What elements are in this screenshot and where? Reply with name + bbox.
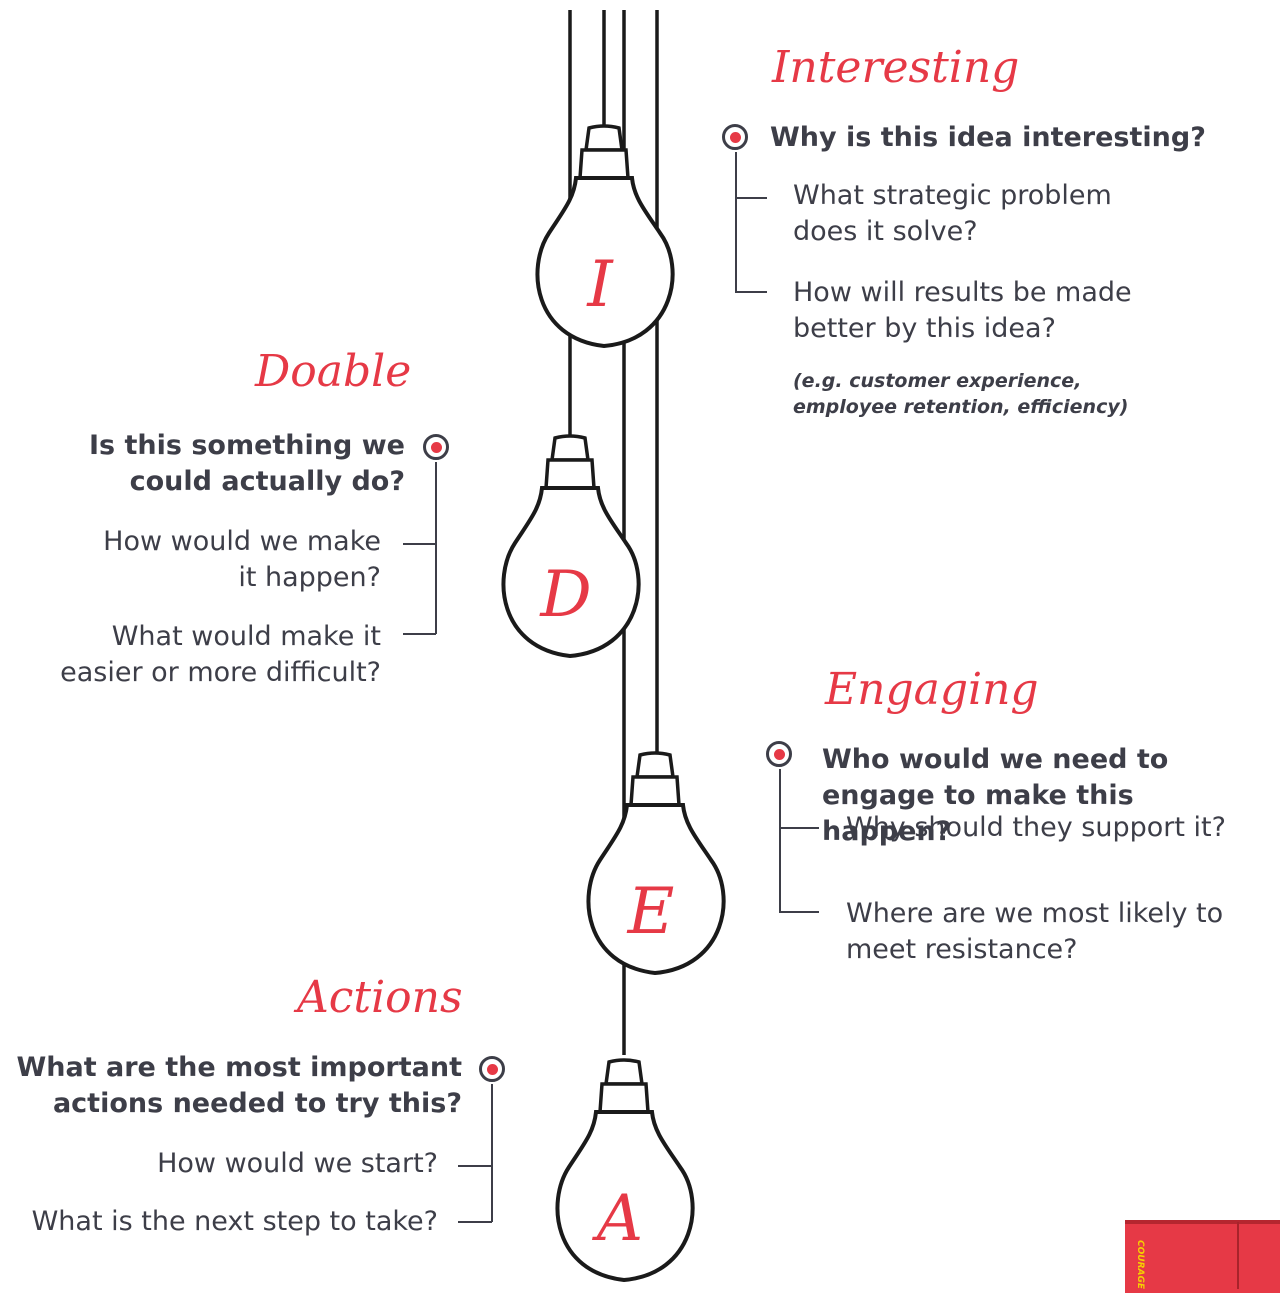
bulb-neck — [578, 148, 630, 180]
bulb-letter: D — [539, 558, 591, 632]
doable-sub-2: What would make it easier or more diffic… — [60, 621, 381, 688]
bulb-cap — [634, 751, 676, 779]
engaging-tick-1 — [779, 827, 819, 829]
actions-tick-2 — [458, 1221, 492, 1223]
doable-question: Is this something we could actually do? — [88, 430, 405, 497]
bulb-neck — [544, 458, 596, 490]
engaging-sub-2: Where are we most likely to meet resista… — [846, 898, 1224, 965]
interesting-bracket — [735, 152, 737, 292]
actions-sub-2: What is the next step to take? — [31, 1206, 438, 1237]
engaging-question: Who would we need to engage to make this… — [822, 744, 1169, 847]
doable-bullet-icon — [423, 434, 449, 460]
bulb-cap — [549, 434, 591, 462]
doable-title: Doable — [255, 346, 412, 397]
interesting-title: Interesting — [772, 42, 1020, 93]
engaging-tick-2 — [779, 911, 819, 913]
doable-sub-1: How would we make it happen? — [103, 526, 381, 593]
interesting-sub-2: How will results be made better by this … — [793, 277, 1132, 344]
interesting-tick-2 — [735, 291, 767, 293]
book-title: COURAGE — [1135, 1240, 1145, 1289]
bulb-neck — [629, 775, 681, 807]
actions-sub-1: How would we start? — [157, 1148, 438, 1179]
bulb-cap — [603, 1058, 645, 1086]
actions-title: Actions — [297, 972, 463, 1023]
bulb-4: A — [555, 1058, 695, 1283]
bulb-1: I — [535, 124, 675, 349]
interesting-bullet-icon — [722, 124, 748, 150]
bulb-glass — [535, 176, 675, 349]
actions-question: What are the most important actions need… — [16, 1052, 462, 1119]
interesting-tick-1 — [735, 197, 767, 199]
interesting-sub-1: What strategic problem does it solve? — [793, 180, 1112, 247]
doable-tick-2 — [403, 633, 436, 635]
bulb-letter: A — [592, 1182, 643, 1256]
engaging-sub-1: Why should they support it? — [846, 812, 1226, 843]
bulb-letter: I — [586, 248, 614, 322]
interesting-note: (e.g. customer experience, employee rete… — [793, 370, 1129, 418]
interesting-question: Why is this idea interesting? — [770, 122, 1206, 153]
actions-bracket — [491, 1084, 493, 1222]
book-image — [1125, 1220, 1280, 1293]
engaging-bracket — [779, 769, 781, 912]
engaging-bullet-icon — [766, 741, 792, 767]
bulb-glass — [555, 1110, 695, 1283]
bulb-glass — [501, 486, 641, 659]
bulbs-group: I D E A — [501, 124, 726, 1283]
doable-tick-1 — [403, 543, 436, 545]
bulb-2: D — [501, 434, 641, 659]
doable-bracket — [435, 462, 437, 634]
actions-bullet-icon — [479, 1056, 505, 1082]
bulb-neck — [598, 1082, 650, 1114]
bulb-3: E — [586, 751, 726, 976]
actions-tick-1 — [458, 1165, 492, 1167]
bulb-letter: E — [627, 875, 675, 949]
book-spine-line — [1237, 1222, 1239, 1289]
bulb-cap — [583, 124, 625, 152]
engaging-title: Engaging — [825, 664, 1039, 715]
bulb-glass — [586, 803, 726, 976]
